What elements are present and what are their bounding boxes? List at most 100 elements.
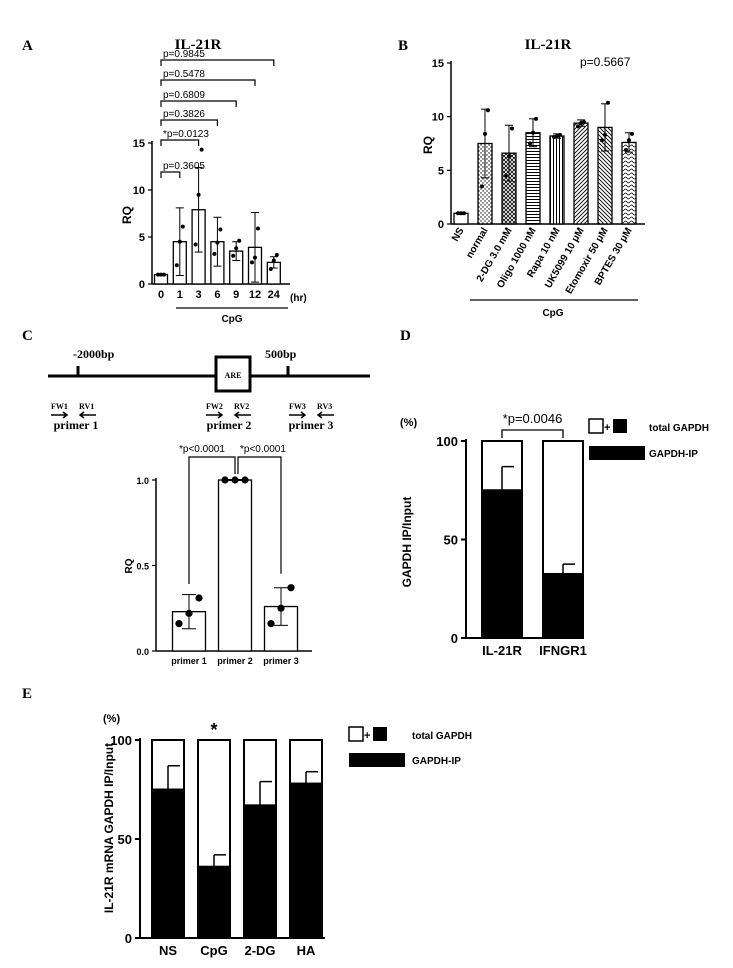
significance-bracket — [501, 429, 564, 438]
data-point — [271, 258, 276, 263]
data-point — [231, 253, 236, 258]
significance-bracket — [188, 456, 236, 584]
x-tick-label: HA — [297, 943, 316, 958]
x-tick-label: primer 2 — [217, 656, 253, 666]
x-tick-label: 6 — [214, 289, 220, 301]
data-point — [552, 135, 556, 140]
panel-c-ylabel: RQ — [124, 558, 135, 573]
bar-ip — [151, 788, 185, 939]
bar — [573, 122, 589, 225]
data-point — [576, 124, 580, 129]
data-point — [180, 224, 185, 229]
data-point — [277, 604, 285, 612]
data-point — [274, 252, 279, 257]
panel-b-ylabel: RQ — [421, 136, 435, 154]
rv-label: RV2 — [234, 402, 249, 411]
data-point — [534, 116, 538, 121]
legend-ip-label: GAPDH-IP — [412, 756, 461, 767]
rv-label: RV3 — [317, 402, 332, 411]
x-tick-label: CpG — [200, 943, 227, 958]
data-point — [630, 131, 634, 136]
legend-ip-swatch — [589, 446, 645, 460]
bracket-pvalue: p=0.3826 — [163, 109, 205, 120]
panel-e: E (%) IL-21R mRNA GAPDH IP/Input + total… — [22, 686, 472, 958]
panel-c-letter: C — [22, 328, 33, 344]
data-point — [185, 609, 193, 617]
data-point — [215, 240, 220, 245]
fw-label: FW2 — [206, 402, 223, 411]
x-tick-label: IFNGR1 — [539, 643, 587, 658]
panel-e-ylabel: IL-21R mRNA GAPDH IP/Input — [102, 743, 116, 913]
panel-d-legend: + total GAPDH GAPDH-IP — [588, 418, 709, 460]
significance-bracket — [160, 59, 275, 66]
legend-ip-swatch — [349, 753, 405, 767]
panel-d-letter: D — [400, 328, 411, 344]
are-box — [214, 355, 252, 393]
x-tick-label: NS — [450, 226, 467, 244]
data-point — [159, 272, 163, 277]
data-point — [267, 620, 275, 628]
data-point — [218, 227, 223, 232]
forward-arrow-icon — [51, 411, 69, 419]
x-tick-label: 24 — [268, 289, 281, 301]
data-point — [195, 594, 203, 602]
y-tick-label: 5 — [139, 232, 145, 244]
panel-d-unit: (%) — [400, 417, 417, 429]
forward-arrow-icon — [289, 411, 307, 419]
data-point — [510, 126, 514, 131]
forward-arrow-icon — [206, 411, 224, 419]
y-tick-label: 10 — [133, 185, 145, 197]
data-point — [600, 138, 604, 143]
significance-bracket — [237, 456, 282, 574]
primer-name: primer 3 — [289, 418, 334, 432]
primer-pair-1: FW1 RV1 primer 1 — [51, 402, 98, 432]
bar — [217, 479, 253, 652]
legend-total-label: total GAPDH — [649, 423, 709, 434]
bracket-pvalue: p=0.5478 — [163, 69, 205, 80]
panel-b-title: IL-21R — [525, 37, 572, 53]
data-point — [528, 141, 532, 146]
data-point — [459, 211, 463, 216]
data-point — [256, 226, 260, 231]
bracket-pvalue: *p=0.0046 — [503, 411, 563, 426]
data-point — [175, 620, 183, 628]
y-tick-label: 5 — [438, 165, 444, 177]
data-point — [234, 246, 239, 251]
bar — [621, 141, 637, 225]
y-tick-label: 1.0 — [136, 476, 149, 486]
right-mark-label: 500bp — [265, 347, 297, 361]
panel-a-letter: A — [22, 38, 33, 54]
data-point — [627, 138, 631, 143]
data-point — [531, 130, 535, 135]
x-tick-label: primer 1 — [171, 656, 207, 666]
data-point — [237, 238, 242, 243]
data-point — [603, 132, 607, 137]
data-point — [555, 133, 559, 138]
legend-swatch-filled — [613, 419, 627, 433]
panel-d: D (%) GAPDH IP/Input + total GAPDH GAPDH… — [400, 328, 709, 658]
fw-label: FW3 — [289, 402, 306, 411]
data-point — [250, 260, 254, 265]
panel-b: B IL-21R p=0.5667 RQ CpG 051015NSnormal2… — [398, 37, 645, 319]
x-tick-label: 9 — [233, 289, 239, 301]
primer-pair-2: FW2 RV2 primer 2 — [206, 402, 251, 432]
legend-plus: + — [604, 422, 610, 434]
primer-name: primer 2 — [207, 418, 252, 432]
data-point — [606, 100, 610, 105]
bar-ip — [197, 865, 231, 939]
bar-ip — [243, 804, 277, 940]
gene-diagram: -2000bp 500bp ARE FW1 RV1 primer 1 FW2 R… — [48, 347, 370, 432]
primer-name: primer 1 — [54, 418, 99, 432]
data-point — [221, 476, 229, 484]
panel-e-letter: E — [22, 686, 32, 702]
data-point — [624, 147, 628, 152]
panel-a-x-unit: (hr) — [290, 293, 307, 304]
data-point — [456, 211, 460, 216]
x-tick-label: primer 3 — [263, 656, 299, 666]
bar-ip — [289, 782, 323, 939]
data-point — [582, 120, 586, 125]
